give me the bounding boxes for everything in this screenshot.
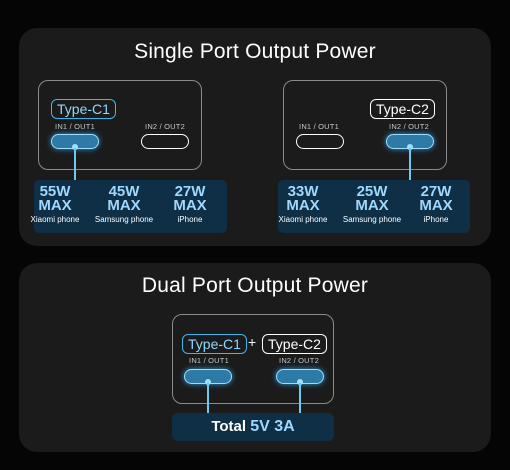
device-label: Samsung phone [94, 215, 154, 224]
device-label: Samsung phone [342, 215, 402, 224]
power-value: 27W [420, 183, 452, 200]
max-label: MAX [419, 197, 453, 214]
left-port2-label: IN2 / OUT2 [145, 122, 185, 131]
right-power-box [278, 180, 470, 233]
device-label: iPhone [423, 215, 449, 224]
right-power-item-1: 33W MAX Xiaomi phone [271, 183, 335, 224]
left-wire [74, 148, 76, 181]
device-label: Xiaomi phone [278, 215, 328, 224]
dual-port-title: Dual Port Output Power [141, 274, 369, 297]
left-power-item-3: 27W MAX iPhone [158, 183, 222, 224]
left-port1-label: IN1 / OUT1 [55, 122, 95, 131]
right-port1 [296, 134, 344, 149]
right-power-item-3: 27W MAX iPhone [404, 183, 468, 224]
dual-port2-label: IN2 / OUT2 [279, 356, 319, 365]
left-power-item-2: 45W MAX Samsung phone [92, 183, 156, 224]
dual-wire-2 [299, 383, 301, 415]
dual-type-c1-badge: Type-C1 [182, 334, 247, 354]
plus-sign: + [248, 334, 257, 350]
dual-port1-label: IN1 / OUT1 [189, 356, 229, 365]
right-port1-label: IN1 / OUT1 [299, 122, 339, 131]
dual-wire-1 [207, 383, 209, 415]
total-output-box: Total 5V 3A [172, 413, 334, 441]
left-power-item-1: 55W MAX Xiaomi phone [23, 183, 87, 224]
max-label: MAX [286, 197, 320, 214]
left-power-box [34, 180, 227, 233]
total-value: 5V 3A [250, 418, 295, 435]
dual-port-panel: Dual Port Output Power Type-C1 + Type-C2… [19, 263, 491, 452]
dual-connector-dot-2 [297, 379, 303, 385]
power-value: 33W [287, 183, 319, 200]
left-port2 [141, 134, 189, 149]
max-label: MAX [107, 197, 141, 214]
right-connector-dot [407, 144, 413, 150]
max-label: MAX [355, 197, 389, 214]
power-value: 45W [108, 183, 140, 200]
right-power-item-2: 25W MAX Samsung phone [340, 183, 404, 224]
single-port-panel: Single Port Output Power Type-C1 IN1 / O… [19, 28, 491, 246]
single-port-title: Single Port Output Power [134, 40, 376, 63]
dual-connector-dot-1 [205, 379, 211, 385]
right-wire [409, 148, 411, 181]
left-connector-dot [72, 144, 78, 150]
total-label: Total [211, 418, 247, 435]
type-c2-badge: Type-C2 [370, 99, 435, 119]
max-label: MAX [38, 197, 72, 214]
device-label: Xiaomi phone [30, 215, 80, 224]
type-c1-badge: Type-C1 [51, 99, 116, 119]
max-label: MAX [173, 197, 207, 214]
dual-device-outline [172, 314, 334, 404]
power-value: 55W [39, 183, 71, 200]
power-value: 25W [356, 183, 388, 200]
left-device-outline [38, 80, 202, 170]
dual-type-c2-badge: Type-C2 [262, 334, 327, 354]
right-port2-label: IN2 / OUT2 [389, 122, 429, 131]
right-device-outline [283, 80, 447, 170]
device-label: iPhone [177, 215, 203, 224]
power-value: 27W [174, 183, 206, 200]
